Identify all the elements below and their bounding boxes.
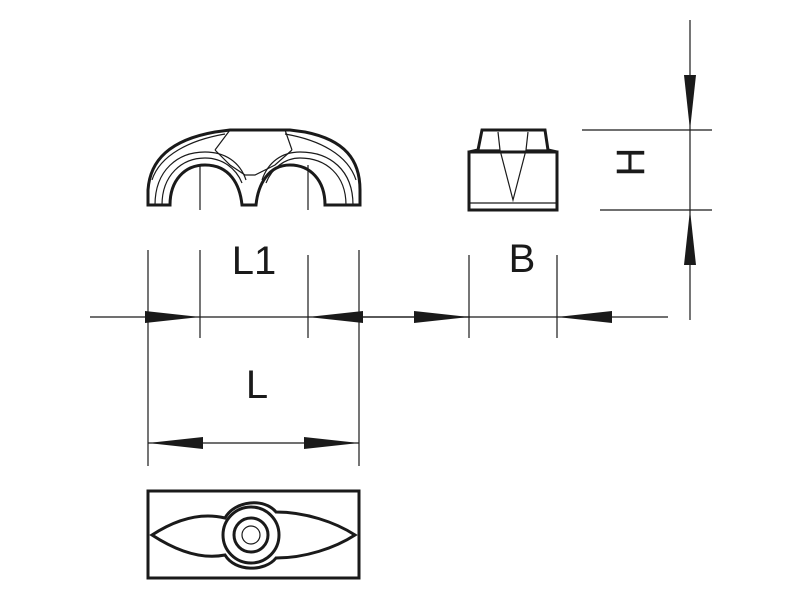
front-view-center-notch [214,129,293,176]
label-h: H [609,148,653,177]
front-view-left-arc-2 [161,157,243,206]
b-arrow-right [557,311,612,323]
label-l1: L1 [232,239,277,283]
front-view-right-arc-2 [265,157,347,206]
top-view-middle-ring [232,516,270,554]
dimension-l1: L1 [90,239,470,338]
dimension-b: B [360,237,668,338]
front-view-top-curve [151,133,357,181]
top-view-outline [146,489,361,580]
top-view-inner-hole [241,525,261,545]
front-view-outline [146,128,362,207]
top-view [146,489,361,580]
b-arrow-left [414,311,469,323]
l1-arrow-left [145,311,200,323]
front-view-left-arc-1 [154,151,247,206]
top-view-leaf-shape [149,501,358,570]
label-l: L [246,363,268,407]
l-arrow-right [304,437,359,449]
side-view-outline [467,150,559,212]
side-view-v-groove [497,131,529,203]
label-b: B [509,237,536,281]
top-view-outer-ring [221,505,281,565]
l1-arrow-right [308,311,363,323]
front-view [146,128,362,210]
l-arrow-left [148,437,203,449]
h-arrow-top [684,75,696,130]
side-view [467,128,559,212]
h-arrow-bottom [684,210,696,265]
dimension-h: H [582,20,712,320]
side-view-top [468,128,558,154]
front-view-right-arc-1 [261,151,354,206]
dimension-l: L [147,250,360,466]
